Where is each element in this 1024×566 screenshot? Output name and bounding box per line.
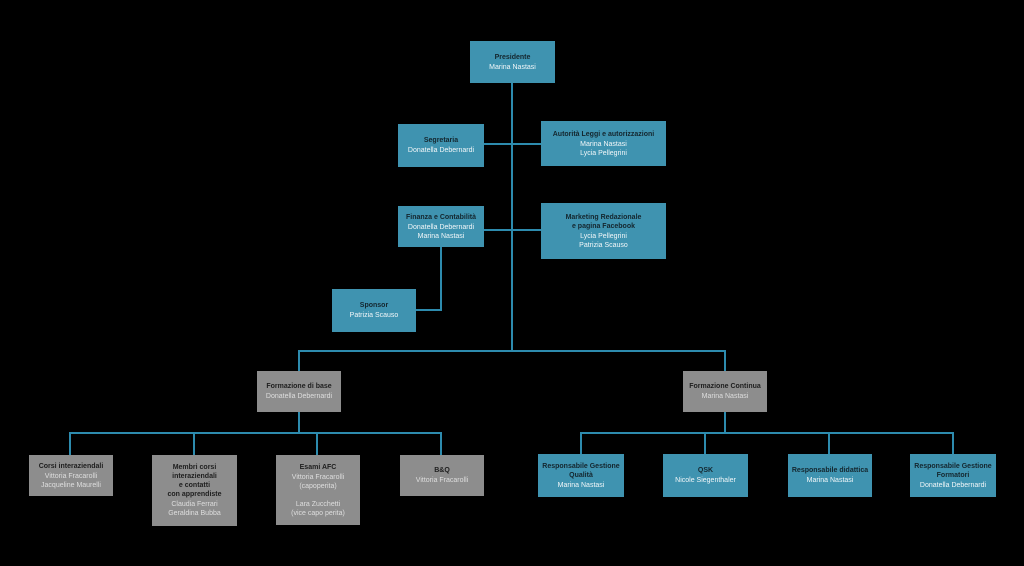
node-names: Donatella Debernardi [919,481,987,489]
node-names: Donatella Debernardi Marina Nastasi [407,223,475,240]
connector-left-children-bar [69,432,442,434]
node-title: Marketing Redazionale e pagina Facebook [565,213,642,230]
node-title: Formazione Continua [689,383,761,390]
org-node-bq: B&Q Vittoria Fracarolli [400,455,484,496]
node-title: Autorità Leggi e autorizzazioni [552,130,655,138]
node-title: Corsi interaziendali [38,462,104,470]
org-node-finanza-contabilita: Finanza e Contabilità Donatella Debernar… [398,206,484,247]
org-node-qsk: QSK Nicole Siegenthaler [663,454,748,497]
node-title: Responsabile didattica [791,467,869,474]
connector-drop-qsk [704,432,706,454]
connector-branch-right-drop [724,350,726,371]
node-title: Segretaria [423,137,459,144]
org-node-responsabile-gestione-formatori: Responsabile Gestione Formatori Donatell… [910,454,996,497]
node-names: Marina Nastasi Lycia Pellegrini [580,140,627,157]
node-title: Presidente [494,53,531,61]
connector-drop-corsi [69,432,71,455]
org-node-autorita-leggi: Autorità Leggi e autorizzazioni Marina N… [541,121,666,166]
node-names: Donatella Debernardi [407,147,475,154]
node-names: Nicole Siegenthaler [675,477,736,484]
org-node-presidente: Presidente Marina Nastasi [470,41,555,83]
connector-branch-left-drop [298,350,300,371]
org-node-responsabile-gestione-qualita: Responsabile Gestione Qualità Marina Nas… [538,454,624,497]
connector-right-children-bar [580,432,954,434]
connector-right-parent-drop [724,412,726,433]
org-node-sponsor: Sponsor Patrizia Scauso [332,289,416,332]
connector-row3-horizontal [484,229,541,231]
org-node-responsabile-didattica: Responsabile didattica Marina Nastasi [788,454,872,497]
node-title: Esami AFC [299,463,337,471]
node-names: Marina Nastasi [701,393,749,400]
org-node-corsi-interaziendali: Corsi interaziendali Vittoria Fracarolli… [29,455,113,496]
node-title: Finanza e Contabilità [405,213,476,221]
node-title: Membri corsi interaziendali e contatti c… [167,464,222,498]
node-names: Marina Nastasi [557,481,605,489]
org-node-segretaria: Segretaria Donatella Debernardi [398,124,484,167]
org-node-formazione-di-base: Formazione di base Donatella Debernardi [257,371,341,412]
connector-drop-bq [440,432,442,455]
node-title: Formazione di base [266,383,332,390]
connector-sponsor-vertical [440,247,442,311]
node-title: Responsabile Gestione Formatori [914,462,992,479]
node-title: B&Q [434,467,450,474]
node-names: Vittoria Fracarolli [415,477,469,484]
connector-drop-esami [316,432,318,455]
org-node-formazione-continua: Formazione Continua Marina Nastasi [683,371,767,412]
connector-sponsor-horizontal [416,309,442,311]
connector-left-parent-drop [298,412,300,433]
connector-trunk [511,83,513,351]
connector-row2-horizontal [484,143,541,145]
org-node-esami-afc: Esami AFC Vittoria Fracarolli (capoperit… [276,455,360,525]
node-title: Responsabile Gestione Qualità [542,462,620,479]
node-names: Claudia Ferrari Geraldina Bubba [168,501,221,517]
node-names: Vittoria Fracarolli (capoperita) Lara Zu… [291,473,345,517]
node-names: Vittoria Fracarolli Jacqueline Maurelli [41,472,101,489]
node-names: Marina Nastasi [489,63,536,71]
connector-drop-qualita [580,432,582,454]
org-node-marketing: Marketing Redazionale e pagina Facebook … [541,203,666,259]
org-node-membri-corsi: Membri corsi interaziendali e contatti c… [152,455,237,526]
node-title: QSK [697,467,714,474]
connector-branch-bar [298,350,726,352]
node-title: Sponsor [359,302,389,309]
connector-drop-membri [193,432,195,455]
node-names: Patrizia Scauso [349,312,399,319]
connector-drop-didattica [828,432,830,454]
node-names: Lycia Pellegrini Patrizia Scauso [579,232,628,249]
connector-drop-formatori [952,432,954,454]
node-names: Marina Nastasi [806,477,854,484]
node-names: Donatella Debernardi [265,393,333,400]
